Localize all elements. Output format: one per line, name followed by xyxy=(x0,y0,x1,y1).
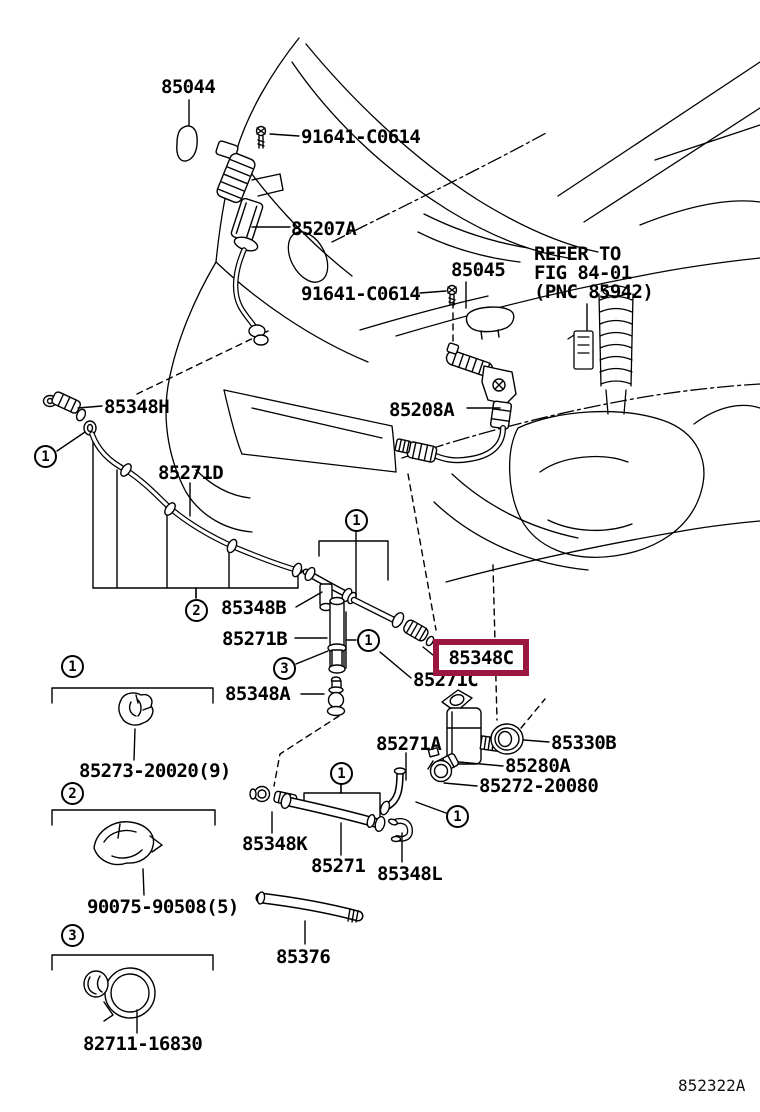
part-label-85348H[interactable]: 85348H xyxy=(104,396,170,418)
callout-1-f: 1 xyxy=(446,805,469,828)
figure-code: 852322A xyxy=(678,1076,746,1095)
bracket-callout1-group xyxy=(51,687,214,704)
part-label-85207A[interactable]: 85207A xyxy=(291,218,357,240)
part-label-85045[interactable]: 85045 xyxy=(451,259,506,281)
part-label-85330B[interactable]: 85330B xyxy=(551,732,617,754)
part-label-85271B[interactable]: 85271B xyxy=(222,628,288,650)
refer-note-line1: REFER TO xyxy=(534,243,621,265)
callout-1-b: 1 xyxy=(345,509,368,532)
bracket-tee-group xyxy=(318,531,389,598)
part-drawing-85271D-hose xyxy=(89,431,303,578)
filler-neck xyxy=(598,285,634,415)
part-label-85348A[interactable]: 85348A xyxy=(225,683,291,705)
part-drawing-85208A-actuator xyxy=(394,342,517,464)
part-drawing-85272-clamp xyxy=(427,747,453,783)
underbody-and-tank xyxy=(395,257,760,583)
bracket-callout2-group xyxy=(51,809,216,826)
part-drawing-85045 xyxy=(465,306,515,340)
part-label-85348B[interactable]: 85348B xyxy=(221,597,287,619)
part-label-82711-16830[interactable]: 82711-16830 xyxy=(83,1033,203,1055)
refer-note-line3: (PNC 85942) xyxy=(534,281,654,303)
part-drawing-85330B-grommet xyxy=(490,723,524,755)
part-drawing-85348C-valve xyxy=(391,612,435,647)
callout-2-b: 2 xyxy=(61,782,84,805)
part-label-91641-C0614-mid[interactable]: 91641-C0614 xyxy=(301,283,421,305)
leader-lines xyxy=(56,99,588,1034)
part-label-91641-C0614-top[interactable]: 91641-C0614 xyxy=(301,126,421,148)
part-label-85272-20080[interactable]: 85272-20080 xyxy=(479,775,599,797)
part-label-85271[interactable]: 85271 xyxy=(311,855,366,877)
refer-note: REFER TO FIG 84-01 (PNC 85942) xyxy=(534,243,654,303)
part-label-85271A[interactable]: 85271A xyxy=(376,733,442,755)
part-drawing-85271-tube xyxy=(280,792,386,833)
part-label-90075-90508[interactable]: 90075-90508(5) xyxy=(87,896,239,918)
part-drawing-85271A-elbow xyxy=(379,767,407,816)
refer-connector-85942 xyxy=(567,330,594,370)
part-drawing-screw-91641-top xyxy=(255,125,267,149)
part-label-85348L[interactable]: 85348L xyxy=(377,863,443,885)
part-label-85044[interactable]: 85044 xyxy=(161,76,216,98)
callout-1-c: 1 xyxy=(357,629,380,652)
part-drawing-85348L-elbow xyxy=(387,818,413,843)
dashed-routing-lines xyxy=(136,301,546,787)
part-label-85348K[interactable]: 85348K xyxy=(242,833,308,855)
part-drawing-85348A-nozzle xyxy=(326,676,346,717)
part-drawing-85044 xyxy=(176,125,198,162)
part-label-85280A[interactable]: 85280A xyxy=(505,755,571,777)
refer-note-line2: FIG 84-01 xyxy=(534,262,632,284)
part-label-85208A[interactable]: 85208A xyxy=(389,399,455,421)
part-drawing-screw-91641-mid xyxy=(446,284,458,306)
highlighted-part-label-85348C[interactable]: 85348C xyxy=(433,639,529,676)
part-label-85271D[interactable]: 85271D xyxy=(158,462,224,484)
callout-2-a: 2 xyxy=(185,599,208,622)
part-drawing-85207A-actuator xyxy=(215,140,284,346)
part-drawing-85348H-nozzle xyxy=(42,391,97,436)
part-drawing-82711-clamp xyxy=(83,967,156,1022)
callout-1-d: 1 xyxy=(61,655,84,678)
part-label-85376[interactable]: 85376 xyxy=(276,946,331,968)
part-label-85348C: 85348C xyxy=(448,646,514,669)
part-drawing-90075-clip xyxy=(93,821,163,866)
part-drawing-85271B-joint xyxy=(327,596,347,674)
part-label-85273-20020[interactable]: 85273-20020(9) xyxy=(79,760,231,782)
callout-3-a: 3 xyxy=(273,657,296,680)
part-drawing-85271C-tube xyxy=(350,596,400,625)
bracket-callout3-group xyxy=(51,954,214,971)
car-body-outline xyxy=(165,37,760,533)
part-drawing-85376-tube xyxy=(255,891,364,923)
callout-3-b: 3 xyxy=(61,924,84,947)
callout-1-a: 1 xyxy=(34,445,57,468)
part-drawing-85273-clip xyxy=(118,692,154,726)
callout-1-e: 1 xyxy=(330,762,353,785)
